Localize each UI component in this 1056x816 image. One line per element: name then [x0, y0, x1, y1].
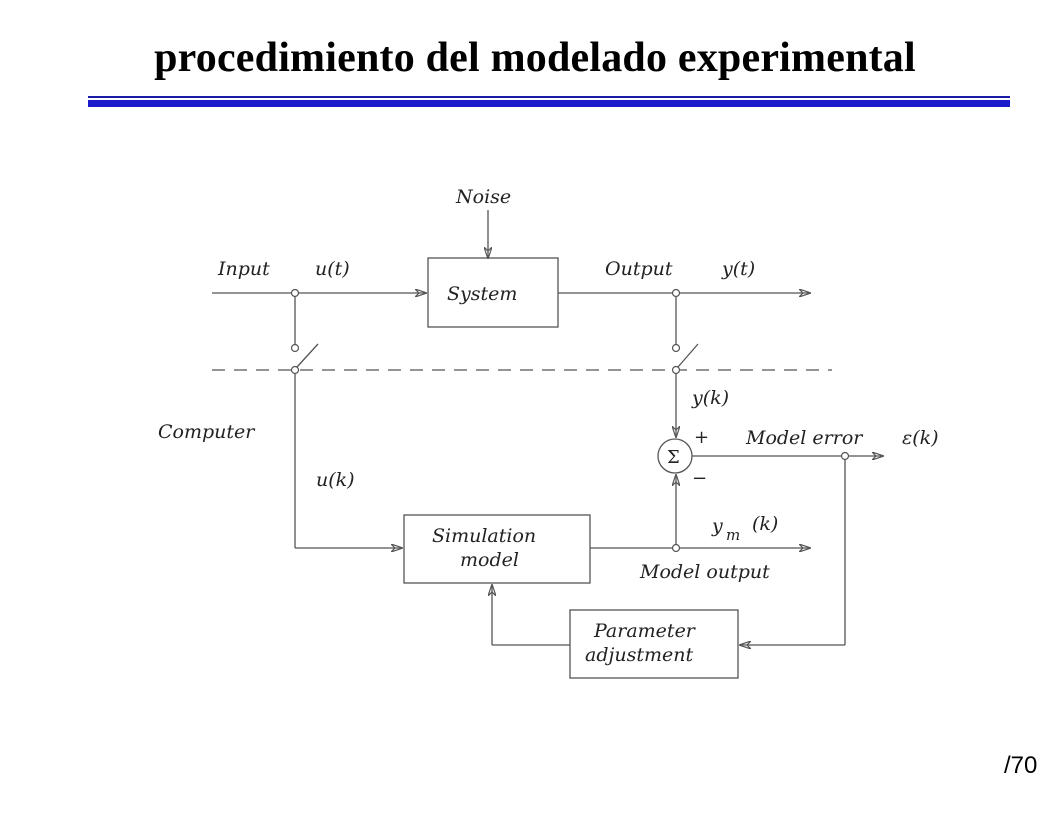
simulation-model-block	[403, 514, 591, 584]
minus-sign: −	[692, 468, 707, 489]
parameter-label-line2: adjustment	[585, 644, 694, 666]
ym-label-sub: m	[726, 526, 740, 544]
plus-sign: +	[694, 427, 709, 448]
page-number: /70	[1004, 752, 1038, 779]
simulation-label-line1: Simulation	[432, 525, 536, 547]
output-switch-contact-top	[671, 343, 681, 353]
error-junction-dot	[840, 451, 850, 461]
computer-label: Computer	[158, 421, 256, 443]
output-switch-blade	[677, 343, 699, 368]
model-output-junction-dot	[671, 543, 681, 553]
yk-label: y(k)	[691, 387, 729, 409]
parameter-label-line1: Parameter	[593, 620, 697, 642]
input-switch-blade	[296, 343, 319, 368]
yt-label: y(t)	[721, 258, 755, 280]
system-label: System	[447, 283, 517, 305]
model-error-label: Model error	[745, 427, 864, 449]
title-underline	[88, 96, 1010, 108]
input-label: Input	[217, 258, 270, 280]
parameter-adjustment-block	[569, 609, 739, 679]
noise-label: Noise	[455, 186, 511, 208]
sigma-symbol: Σ	[667, 447, 680, 468]
ym-label-base: y	[711, 515, 723, 537]
model-output-label: Model output	[639, 561, 770, 583]
title-rule-thin	[88, 96, 1010, 98]
ym-label-arg: (k)	[752, 513, 778, 535]
input-switch-contact-bottom	[290, 365, 300, 375]
output-label: Output	[605, 258, 673, 280]
input-switch-contact-top	[290, 343, 300, 353]
input-junction-dot	[290, 288, 300, 298]
title-rule-thick	[88, 100, 1010, 107]
ut-label: u(t)	[315, 258, 350, 280]
output-junction-dot	[671, 288, 681, 298]
epsilon-label: ε(k)	[902, 427, 939, 449]
uk-label: u(k)	[316, 469, 355, 491]
simulation-label-line2: model	[460, 549, 519, 571]
output-switch-contact-bottom	[671, 365, 681, 375]
slide-title: procedimiento del modelado experimental	[154, 35, 916, 81]
